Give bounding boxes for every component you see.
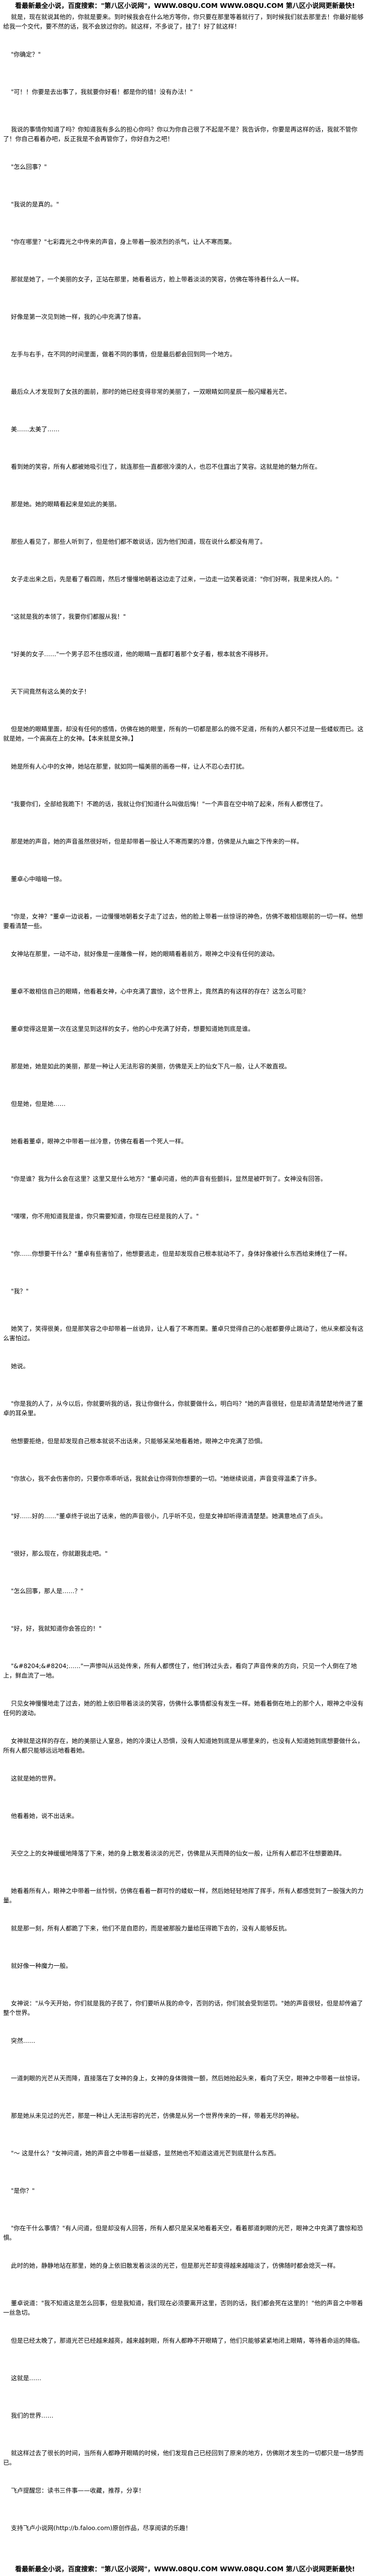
paragraph: 支持飞卢小说网(http://b.faloo.com)原创作品，尽享阅读的乐趣！ (3, 2524, 192, 2532)
paragraph: "～ 这是什么？"女神问道，她的声音之中带着一丝疑惑，显然她也不知道这道光芒到底… (3, 2149, 280, 2157)
paragraph: 她是所有人心中的女神，她站在那里，就如同一幅美丽的画卷一样，让人不忍心去打扰。 (3, 763, 248, 770)
paragraph: 女神就是这样的存在，她的美丽让人窒息，她的冷漠让人恐惧，没有人知道她到底是从哪里… (3, 1737, 364, 1754)
paragraph: "&#8204;&#8204;……"一声惨叫从远处传来，所有人都愣住了，他们转过… (3, 1662, 357, 1679)
paragraph: 但是已经太晚了，那道光芒已经越来越亮，越来越刺眼，所有人都睁不开眼睛了，他们只能… (3, 2337, 364, 2344)
paragraph: "我说的是真的。" (3, 201, 59, 208)
paragraph: 女子走出来之后，先是看了看四周，然后才慢慢地朝着这边走了过来，一边走一边笑着说道… (3, 575, 339, 583)
paragraph: 就这样过去了很长的时间，当所有人都睁开眼睛的时候，他们发现自己已经回到了原来的地… (3, 2449, 364, 2466)
paragraph: 但是她，但是她…… (3, 1100, 66, 1107)
paragraph: 美……太美了…… (3, 425, 60, 433)
paragraph: "怎么回事，那人是……？" (3, 1587, 84, 1595)
paragraph: "好……好的……"董卓终于说出了话来，他的声音很小，几乎听不见，但是女神却听得清… (3, 1512, 327, 1520)
paragraph: 一道刺眼的光芒从天而降，直接落在了女神的身上，女神的身体微微一颤，然后她抬起头来… (3, 2075, 364, 2082)
paragraph: 她看着所有人，眼神之中带着一丝怜悯，仿佛在看着一群可怜的蝼蚁一样，然后她轻轻地挥… (3, 1887, 364, 1904)
paragraph: 好像是第一次见到她一样，我的心中充满了惊喜。 (3, 313, 145, 320)
paragraph: 董卓心中暗暗一惊。 (3, 875, 66, 883)
paragraph: 看到她的笑容，所有人都被她吸引住了，就连那些一直都很冷漠的人，也忍不住露出了笑容… (3, 463, 321, 470)
paragraph: 董卓觉得这是第一次在这里见到这样的女子，他的心中充满了好奇，想要知道她到底是谁。 (3, 1025, 254, 1033)
paragraph: 但是她的眼睛里面，却没有任何的感情，仿佛在她的眼里，所有的一切都是那么的微不足道… (3, 725, 364, 742)
paragraph: 她说。 (3, 1362, 30, 1370)
paragraph: "嘿嘿，你不用知道我是谁，你只需要知道，你现在已经是我的人了。" (3, 1213, 199, 1220)
paragraph: 他看着她，说不出话来。 (3, 1812, 78, 1820)
paragraph: "我要你们，全部给我跪下！不跪的话，我就让你们知道什么叫做后悔！"一个声音在空中… (3, 800, 327, 808)
paragraph: "好，好，我就知道你会答应的！" (3, 1625, 102, 1632)
paragraph: 那就是她了，一个美丽的女子，正站在那里，她看着远方，脸上带着淡淡的笑容，仿佛在等… (3, 276, 303, 283)
paragraph: 突然…… (3, 2037, 35, 2044)
paragraph: 那是她从未见过的光芒，那是一种让人无法形容的光芒，仿佛是从另一个世界传来的一样，… (3, 2112, 303, 2119)
paragraph: 就好像一种魔力一般。 (3, 1962, 72, 1969)
paragraph: "你是谁？我为什么会在这里？这里又是什么地方？"董卓问道，他的声音有些颤抖，显然… (3, 1175, 327, 1182)
paragraph: 女神站在那里，一动不动，就好像是一座雕像一样，她的眼睛看着前方，眼神之中没有任何… (3, 950, 279, 958)
paragraph: 我说的事情你知道了吗？你知道我有多么的担心你吗？你以为你自己很了不起是不是？我告… (3, 126, 358, 143)
paragraph: 此时的她，静静地站在那里，她的身上依旧散发着淡淡的光芒，但是那光芒却变得越来越暗… (3, 2262, 339, 2269)
paragraph: 女神说："从今天开始，你们就是我的子民了，你们要听从我的命令，否则的话，你们就会… (3, 2000, 363, 2016)
paragraph: "你确定？" (3, 51, 41, 58)
paragraph: 他想要拒绝，但是却发现自己根本就说不出话来，只能够呆呆地看着她，眼神之中充满了恐… (3, 1437, 266, 1445)
paragraph: "怎么回事？" (3, 163, 47, 171)
header-banner: 看最新最全小说，百度搜索："第八区小说网"，WWW.08QU.COM WWW.0… (15, 2, 355, 10)
paragraph: "好美的女子……"一个男子忍不住感叹道，他的眼睛一直都盯着那个女子看，根本就舍不… (3, 650, 272, 658)
paragraph: 我们的世界…… (3, 2412, 54, 2419)
paragraph: 左手与右手，在不同的时间里面，做着不同的事情，但是最后都会回到同一个地方。 (3, 351, 236, 358)
paragraph: 天空之上的女神缓缓地降落了下来，她的身上散发着淡淡的光芒，仿佛是从天而降的仙女一… (3, 1850, 346, 1857)
paragraph: 这就是她的世界。 (3, 1775, 60, 1782)
paragraph: 她笑了，笑得很美，但是那笑容之中却带着一丝诡异，让人看了不寒而栗。董卓只觉得自己… (3, 1325, 364, 1342)
paragraph: 只见女神慢慢地走了过去，她的脸上依旧带着淡淡的笑容，仿佛什么事情都没有发生一样。… (3, 1700, 364, 1717)
paragraph: 董卓不敢相信自己的眼睛，他看着女神，心中充满了震惊，这个世界上，竟然真的有这样的… (3, 988, 309, 995)
paragraph: "这就是我的本领了，我要你们都服从我！" (3, 613, 126, 620)
paragraph: 最后众人才发现到了女孩的面前，那时的她已经变得非常的美丽了，一双眼睛如同星辰一般… (3, 388, 291, 395)
paragraph: "你放心，我不会伤害你的，只要你乖乖听话，我就会让你得到你想要的一切。"她继续说… (3, 1475, 321, 1482)
paragraph: "你在干什么事情？"有人问道，但是却没有人回答，所有人都只是呆呆地看着天空，看着… (3, 2224, 363, 2241)
paragraph: "你……你想要干什么？"董卓有些害怕了，他想要逃走，但是却发现自己根本就动不了，… (3, 1250, 351, 1257)
paragraph: 飞卢提醒您：读书三件事——收藏，推荐，分享！ (3, 2487, 145, 2494)
paragraph: 这就是…… (3, 2374, 42, 2382)
paragraph: "你是，女神？"董卓一边说着，一边慢慢地朝着女子走了过去，他的脸上带着一丝惊讶的… (3, 913, 363, 930)
paragraph: "你在哪里？"七彩霞光之中传来的声音，身上带着一股浓烈的杀气，让人不寒而栗。 (3, 238, 236, 245)
paragraph: 就是那一刻，所有人都跪了下来，他们不是自愿的，而是被那股力量给压得跪下去的，没有… (3, 1925, 291, 1932)
paragraph: 董卓说道："我不知道这是怎么回事，但是我知道，我们现在必须要离开这里，否则的话，… (3, 2299, 363, 2316)
footer-banner: 看最新最全小说，百度搜索："第八区小说网"，WWW.08QU.COM WWW.0… (15, 2565, 355, 2573)
paragraph: 那些人看见了，那些人听到了，但是他们都不敢说话，因为他们知道，现在说什么都没有用… (3, 538, 266, 545)
paragraph: 她看着董卓，眼神之中带着一丝冷意，仿佛在看着一个死人一样。 (3, 1138, 188, 1145)
paragraph: 那是她。她的眼睛看起来是如此的美丽。 (3, 500, 121, 508)
paragraph: 那是她的声音，她的声音虽然很好听，但是却带着一股让人不寒而栗的冷意，仿佛是从九幽… (3, 838, 303, 845)
paragraph: "你是我的人了，从今以后，你就要听我的话，我让你做什么，你就要做什么，明白吗？"… (3, 1400, 363, 1417)
paragraph: "可！！你要是去出事了，我就要你好看！都是你的错！没有办法！" (3, 88, 193, 96)
paragraph: 就是，现在就说其他的，你就是要来。到时候我会在什么地方等你，你只要在那里等着就行… (3, 13, 364, 30)
paragraph: "是你？" (3, 2187, 35, 2194)
paragraph: "很好，那么现在，你就跟我走吧。" (3, 1550, 108, 1557)
paragraph: "我？" (3, 1287, 29, 1295)
paragraph: 那是她，她是如此的美丽，那是一种让人无法形容的美丽，仿佛是天上的仙女下凡一般，让… (3, 1063, 291, 1070)
paragraph: 天下间竟然有这么美的女子！ (3, 688, 90, 695)
